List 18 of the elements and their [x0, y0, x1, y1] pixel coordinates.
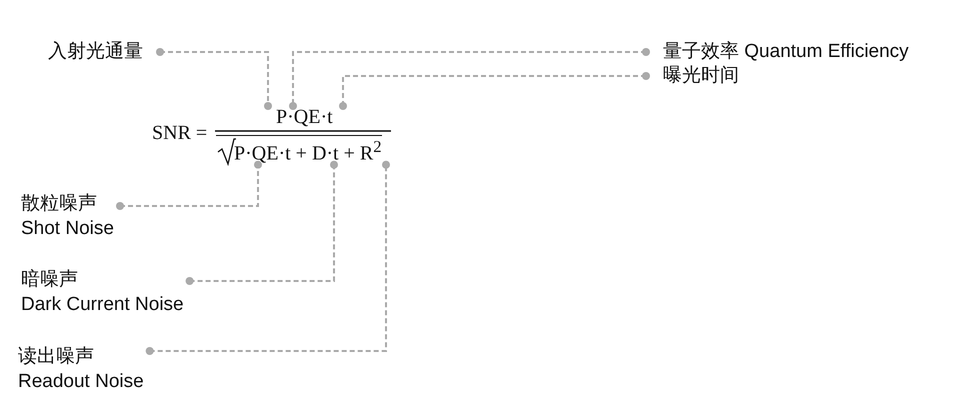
callout-label: 曝光时间 [646, 64, 739, 88]
chinese-label: 散粒噪声 [21, 192, 97, 216]
leader-line [116, 160, 262, 210]
leader-line [186, 160, 338, 285]
leader-line [339, 72, 650, 110]
callout-label: 量子效率 Quantum Efficiency [646, 40, 909, 64]
leader-line [289, 48, 650, 110]
english-label: Readout Noise [18, 370, 144, 394]
formula-lhs: SNR = [152, 122, 208, 144]
formula-numerator: P·QE·t [276, 106, 333, 128]
leader-line [156, 48, 272, 110]
formula-text: P·QE·t + D·t + R$^{2}$ [234, 136, 382, 165]
chinese-label: 暗噪声 [21, 268, 78, 292]
english-label: Dark Current Noise [21, 293, 184, 317]
chinese-label: 读出噪声 [18, 345, 94, 369]
callout-label: 入射光通量 [48, 40, 160, 64]
english-label: Shot Noise [21, 217, 114, 241]
leader-line [146, 160, 390, 355]
